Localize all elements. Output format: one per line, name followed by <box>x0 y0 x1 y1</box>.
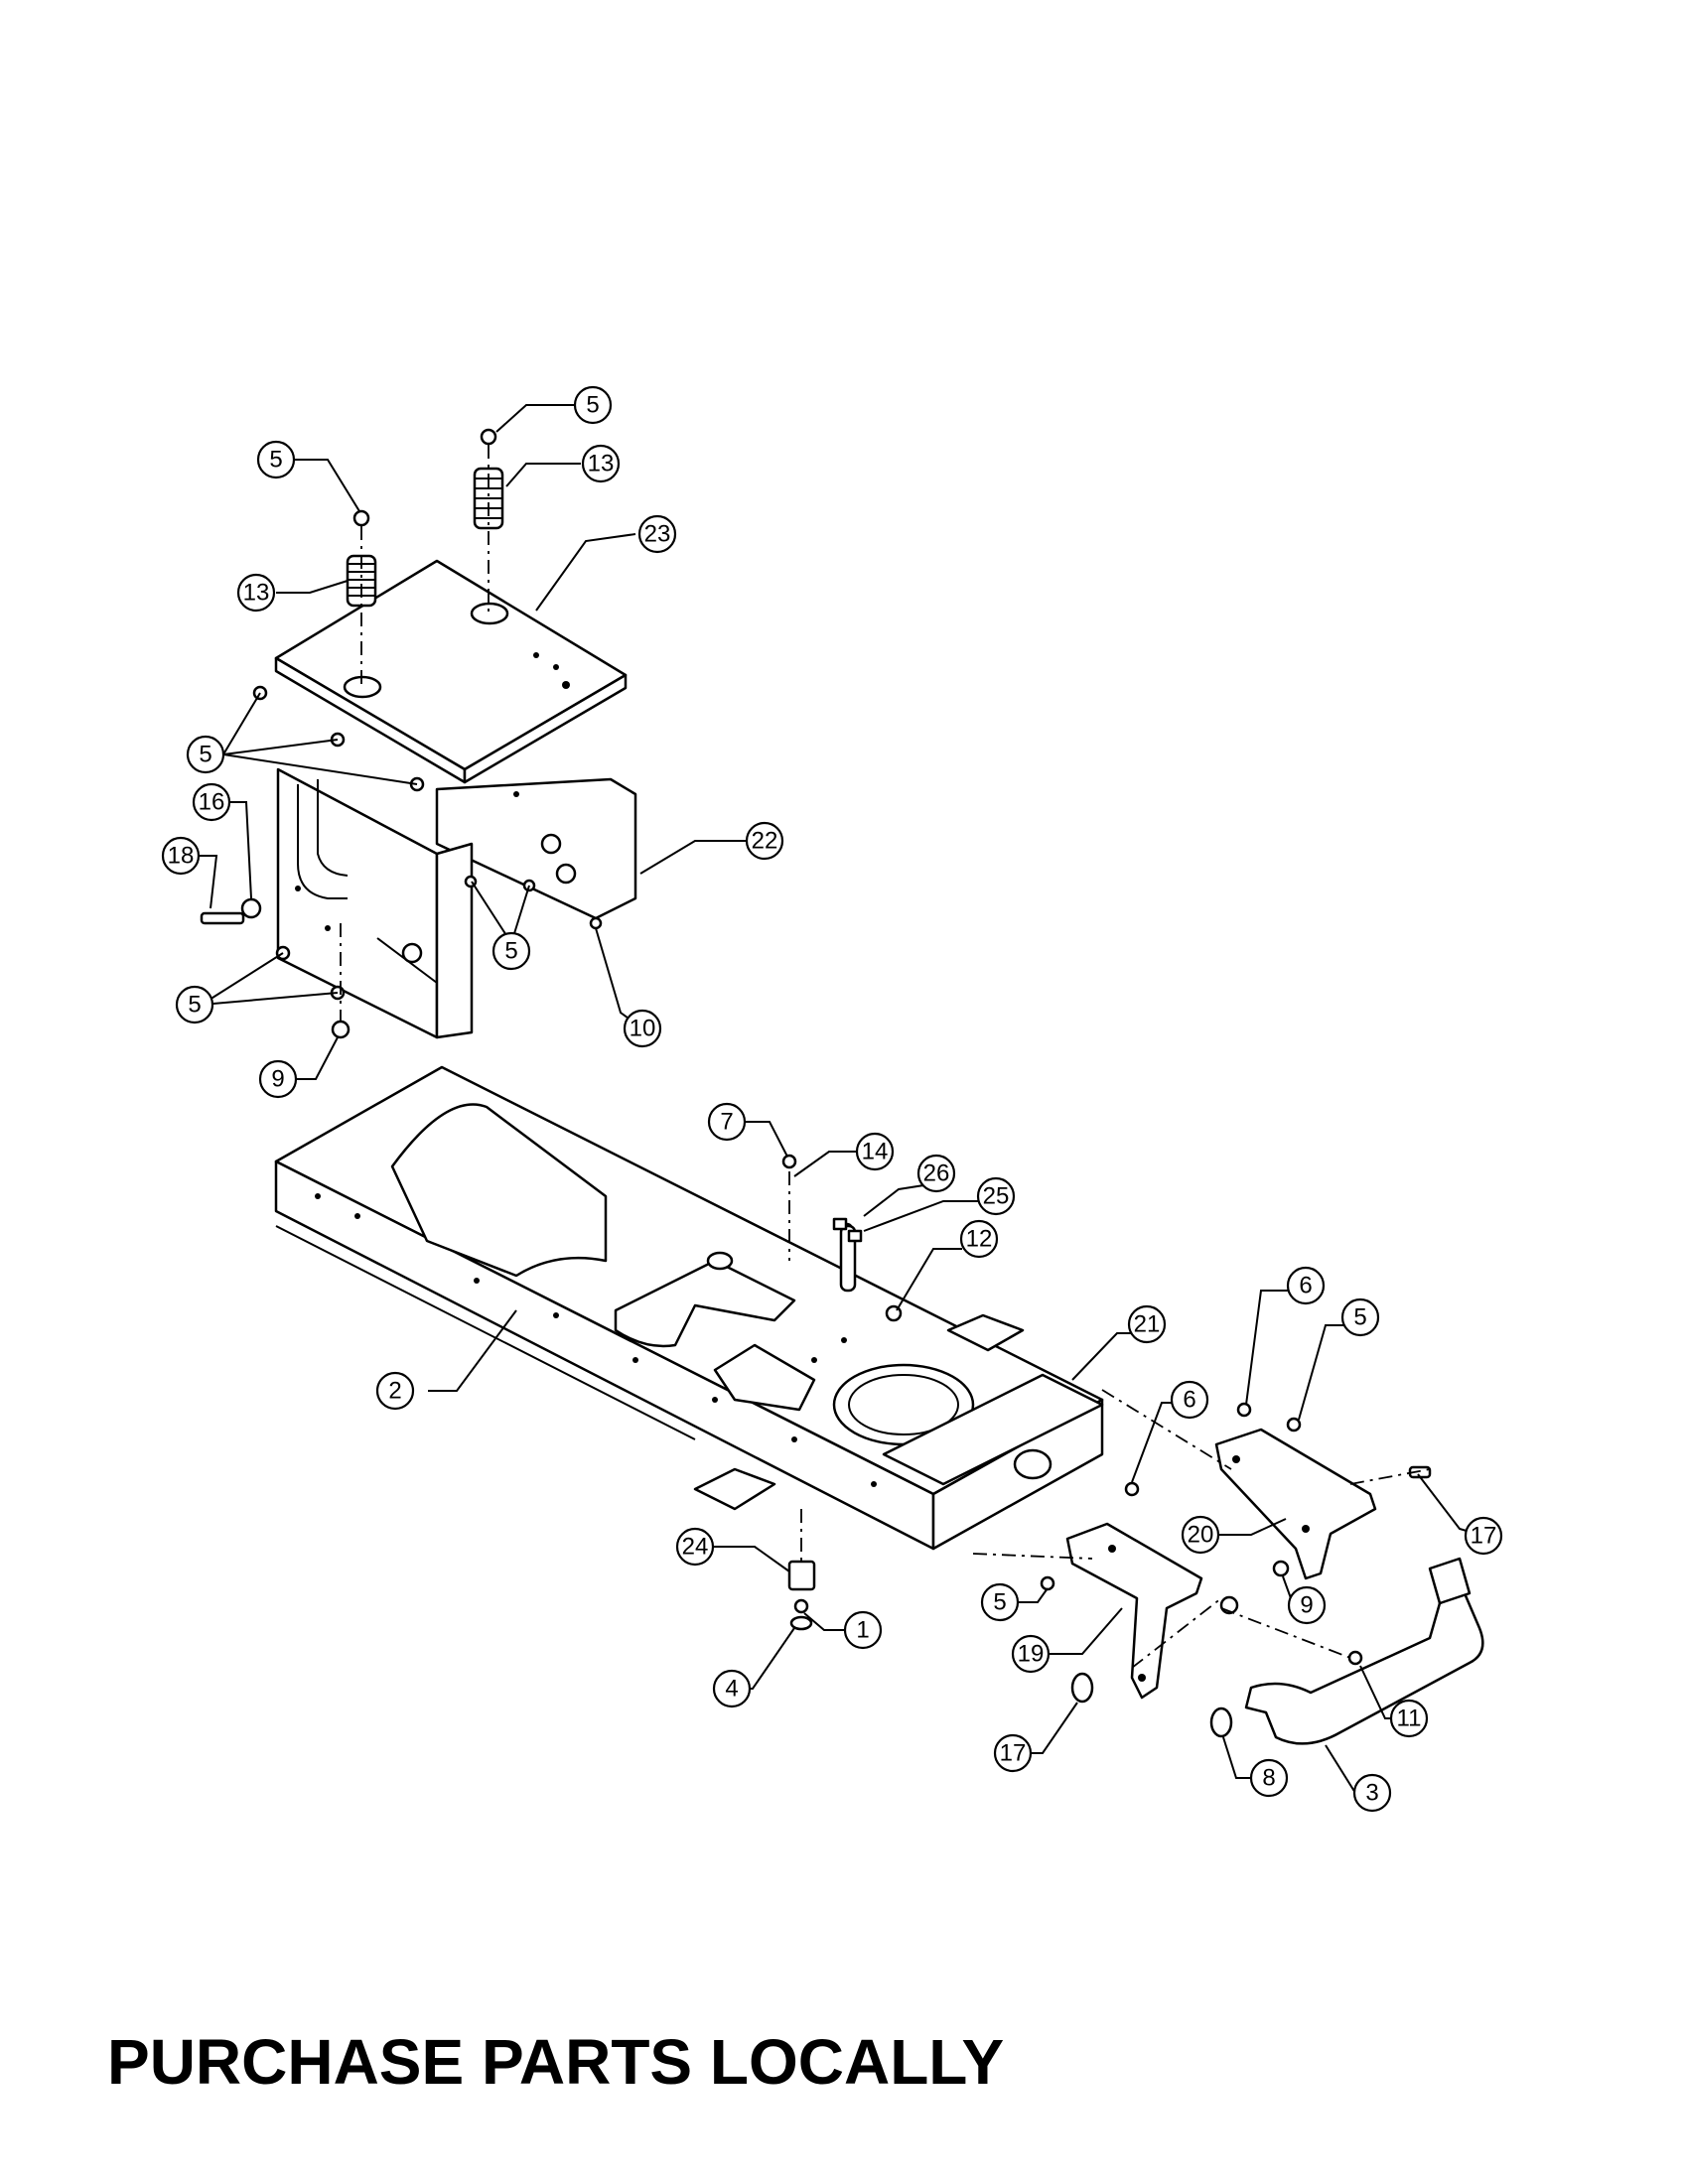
callout-16: 16 <box>192 782 231 822</box>
svg-text:25: 25 <box>983 1183 1010 1210</box>
front-hardware <box>1040 1402 1432 1738</box>
seat-spring-part-13-left <box>346 509 377 608</box>
svg-text:22: 22 <box>752 828 778 855</box>
purchase-parts-locally-note: PURCHASE PARTS LOCALLY <box>107 2026 1005 2098</box>
svg-text:5: 5 <box>504 938 517 965</box>
callout-4: 4 <box>712 1669 752 1708</box>
rear-bracket-part-21 <box>882 1373 1104 1486</box>
callout-22: 22 <box>745 821 784 861</box>
callout-9-upper: 9 <box>258 1059 298 1099</box>
svg-text:17: 17 <box>1000 1740 1027 1767</box>
leader-lines <box>199 404 1484 1794</box>
callout-5-top: 5 <box>573 385 613 425</box>
svg-text:5: 5 <box>269 447 282 474</box>
axis-1 <box>1101 1389 1232 1470</box>
main-frame-part-2 <box>274 1065 1104 1551</box>
svg-text:20: 20 <box>1188 1522 1214 1549</box>
callout-6-upper: 6 <box>1286 1266 1326 1305</box>
callout-2: 2 <box>375 1371 415 1411</box>
svg-text:6: 6 <box>1183 1387 1195 1414</box>
svg-text:10: 10 <box>630 1016 656 1042</box>
svg-text:24: 24 <box>682 1534 709 1561</box>
callout-5-left-mid: 5 <box>186 735 225 774</box>
svg-text:18: 18 <box>168 843 195 870</box>
callout-19: 19 <box>1011 1634 1051 1674</box>
hitch-plate-part-20 <box>1214 1428 1377 1580</box>
lower-hardware-parts-24-1-4 <box>787 1560 816 1631</box>
axis-3 <box>1131 1597 1222 1669</box>
callout-17-lower: 17 <box>993 1733 1033 1773</box>
svg-text:3: 3 <box>1365 1780 1378 1807</box>
callout-5-center: 5 <box>491 931 531 971</box>
svg-text:5: 5 <box>586 392 599 419</box>
svg-text:17: 17 <box>1471 1523 1497 1550</box>
callout-21: 21 <box>1127 1304 1167 1344</box>
bracket-part-19 <box>1065 1522 1203 1700</box>
callout-14: 14 <box>855 1132 895 1171</box>
callout-6-lower: 6 <box>1170 1380 1209 1420</box>
svg-text:21: 21 <box>1134 1311 1161 1338</box>
callout-26: 26 <box>916 1154 956 1193</box>
callout-12: 12 <box>959 1219 999 1259</box>
axis-4 <box>1220 1607 1351 1659</box>
svg-text:14: 14 <box>862 1139 889 1165</box>
callout-8: 8 <box>1249 1758 1289 1798</box>
axis-5 <box>1349 1468 1431 1485</box>
callout-5-left-low: 5 <box>175 985 214 1024</box>
seat-spring-part-13-right <box>473 428 504 530</box>
callout-10: 10 <box>623 1009 662 1048</box>
svg-text:23: 23 <box>644 521 671 548</box>
callout-5-lower: 5 <box>980 1582 1020 1622</box>
callout-3: 3 <box>1352 1773 1392 1813</box>
svg-text:13: 13 <box>243 580 270 607</box>
callout-17-right: 17 <box>1464 1516 1503 1556</box>
callout-20: 20 <box>1181 1515 1220 1555</box>
seat-pan-part-23 <box>274 559 628 784</box>
callout-25: 25 <box>976 1176 1016 1216</box>
callout-9-lower: 9 <box>1287 1585 1327 1625</box>
svg-text:6: 6 <box>1299 1273 1312 1299</box>
front-bumper-part-3 <box>1244 1557 1484 1745</box>
callout-24: 24 <box>675 1527 715 1567</box>
callout-18: 18 <box>161 836 201 876</box>
svg-text:13: 13 <box>588 451 615 478</box>
svg-text:5: 5 <box>1353 1304 1366 1331</box>
svg-text:12: 12 <box>966 1226 993 1253</box>
upper-hardware <box>200 685 603 1039</box>
callout-5-right: 5 <box>1340 1297 1380 1337</box>
svg-text:11: 11 <box>1397 1706 1422 1732</box>
svg-text:5: 5 <box>993 1589 1006 1616</box>
callout-1: 1 <box>843 1610 883 1650</box>
svg-text:5: 5 <box>199 742 211 768</box>
callout-13-left: 13 <box>236 573 276 613</box>
svg-text:7: 7 <box>720 1109 733 1136</box>
svg-text:26: 26 <box>923 1160 950 1187</box>
callout-13-top: 13 <box>581 444 621 483</box>
callout-7: 7 <box>707 1102 747 1142</box>
callout-11: 11 <box>1389 1699 1429 1738</box>
svg-text:2: 2 <box>388 1378 401 1405</box>
seat-bracket-part-22 <box>276 767 637 1039</box>
svg-text:19: 19 <box>1018 1641 1045 1668</box>
callout-23: 23 <box>637 514 677 554</box>
svg-text:9: 9 <box>1300 1592 1313 1619</box>
svg-text:4: 4 <box>725 1676 738 1703</box>
center-hardware <box>781 1154 903 1322</box>
svg-text:5: 5 <box>188 992 201 1019</box>
svg-text:9: 9 <box>271 1066 284 1093</box>
callout-5-left-top: 5 <box>256 440 296 479</box>
svg-text:16: 16 <box>199 789 225 816</box>
svg-text:1: 1 <box>856 1617 869 1644</box>
axis-2 <box>972 1553 1093 1560</box>
svg-text:8: 8 <box>1262 1765 1275 1792</box>
